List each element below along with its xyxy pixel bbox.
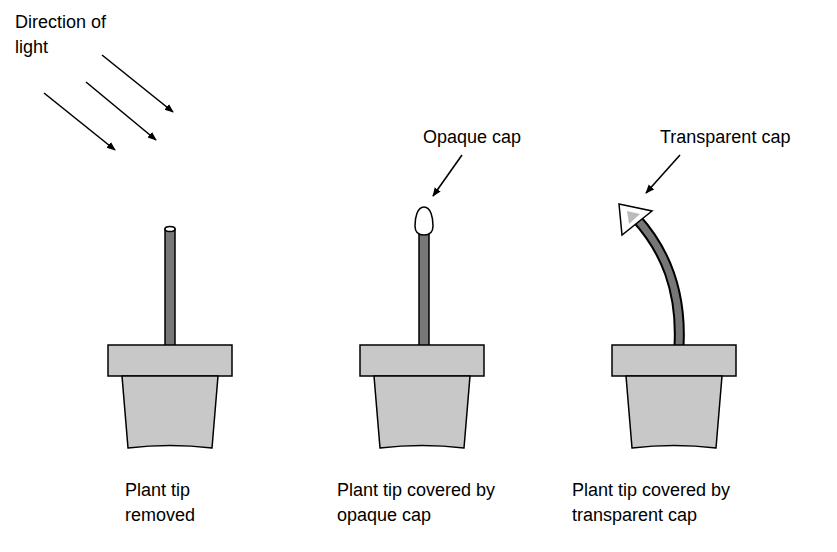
pot-body: [626, 376, 722, 448]
label-text: Plant tip covered by opaque cap: [337, 478, 519, 528]
bent-stem-outline: [636, 218, 679, 346]
opaque-cap: [415, 207, 433, 235]
pot-rim: [108, 345, 232, 376]
label-text: Plant tip removed: [125, 478, 235, 528]
pot-rim: [360, 345, 484, 376]
pot-rim: [612, 345, 736, 376]
leader-arrow: [646, 155, 680, 193]
light-arrow: [86, 82, 156, 140]
leader-arrow: [433, 155, 462, 196]
plant-stem: [165, 229, 175, 346]
label-text: Direction of light: [15, 10, 133, 60]
label-text: Opaque cap: [423, 125, 583, 150]
label-text: Transparent cap: [660, 125, 835, 150]
tip-through-cap: [627, 211, 640, 224]
pot-body: [374, 376, 470, 448]
plant-stem: [419, 230, 429, 346]
label-text: Plant tip covered by transparent cap: [572, 478, 787, 528]
transparent-cap: [619, 204, 652, 235]
cut-tip: [165, 227, 175, 232]
light-arrow: [44, 93, 115, 150]
bent-stem: [636, 218, 679, 346]
pot-body: [122, 376, 218, 448]
